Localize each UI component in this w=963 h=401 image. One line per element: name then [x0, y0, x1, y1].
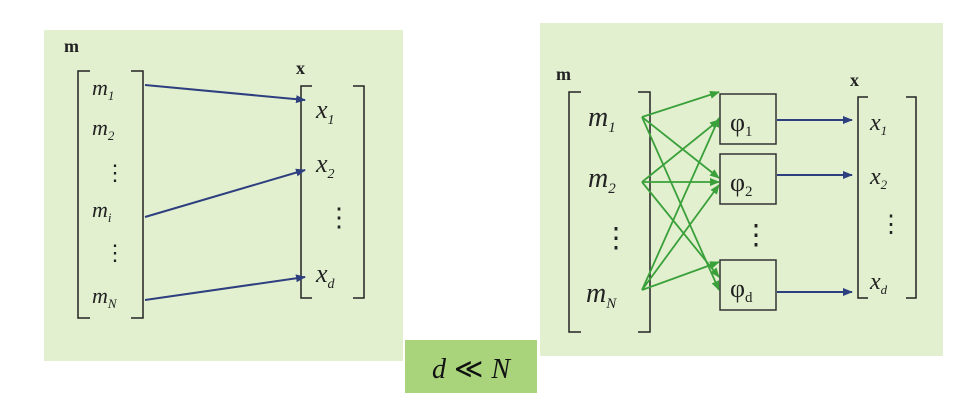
green-arrow-mN-phid — [641, 261, 720, 291]
right-m-label: m — [556, 64, 571, 84]
relation-box: d≪N — [405, 340, 537, 393]
left-m-bracket-right — [131, 70, 144, 319]
right-x-label: x — [850, 70, 859, 90]
left-x-vdots: ⋮ — [326, 203, 352, 232]
left-mi: mi — [92, 197, 112, 225]
phi-vdots: ⋮ — [742, 220, 770, 251]
right-panel: m x m1 m2 ⋮ mN φ1 φ2 ⋮ φd x1 x2 ⋮ xd — [540, 23, 943, 356]
left-m1: m1 — [92, 75, 114, 103]
left-m2: m2 — [92, 115, 115, 143]
left-x-bracket-right — [353, 85, 365, 299]
right-x-bracket-right — [906, 96, 917, 299]
right-x2: x2 — [869, 164, 888, 192]
left-m-vdots-2: ⋮ — [104, 240, 126, 265]
right-x1: x1 — [869, 110, 887, 138]
left-arrow-m1-x1 — [144, 84, 306, 104]
right-xd: xd — [869, 269, 888, 297]
relation-text: d≪N — [432, 354, 511, 385]
right-x-vdots: ⋮ — [879, 212, 903, 238]
right-panel-background — [540, 23, 943, 356]
phid-box — [719, 259, 777, 311]
phi2-box — [719, 153, 777, 205]
phi1-box — [719, 93, 777, 145]
right-mN: mN — [586, 278, 617, 312]
right-m-bracket-right — [638, 91, 651, 333]
right-x-bracket-left — [857, 96, 868, 299]
left-panel: m x m1 m2 ⋮ mi ⋮ mN x1 x2 ⋮ xd — [44, 30, 403, 361]
left-panel-background — [44, 30, 403, 361]
green-arrow-m1-phi1 — [641, 90, 720, 118]
phi1-label: φ1 — [730, 108, 753, 140]
left-xd: xd — [315, 259, 336, 292]
left-x-bracket-left — [300, 85, 312, 299]
left-m-label: m — [64, 36, 79, 56]
right-m2: m2 — [588, 163, 616, 197]
left-m-bracket-left — [77, 70, 90, 319]
left-m-vdots-1: ⋮ — [104, 160, 126, 185]
green-arrow-m2-phid — [641, 181, 720, 278]
green-arrow-m2-phi1 — [641, 119, 720, 183]
relation-background — [405, 340, 537, 393]
left-x2: x2 — [315, 149, 335, 182]
phid-label: φd — [730, 274, 753, 306]
right-m-bracket-left — [568, 91, 581, 333]
left-arrow-mN-xd — [144, 274, 306, 301]
phi2-label: φ2 — [730, 168, 753, 200]
right-m-vdots: ⋮ — [602, 223, 630, 254]
green-arrow-mN-phi2 — [641, 184, 720, 291]
green-arrow-mN-phi1 — [641, 117, 720, 291]
left-mN: mN — [92, 283, 118, 311]
left-x1: x1 — [315, 95, 335, 128]
right-m1: m1 — [588, 102, 616, 136]
left-x-label: x — [296, 58, 305, 78]
left-arrow-mi-x2 — [144, 168, 306, 218]
green-arrow-m1-phi2 — [641, 116, 720, 179]
